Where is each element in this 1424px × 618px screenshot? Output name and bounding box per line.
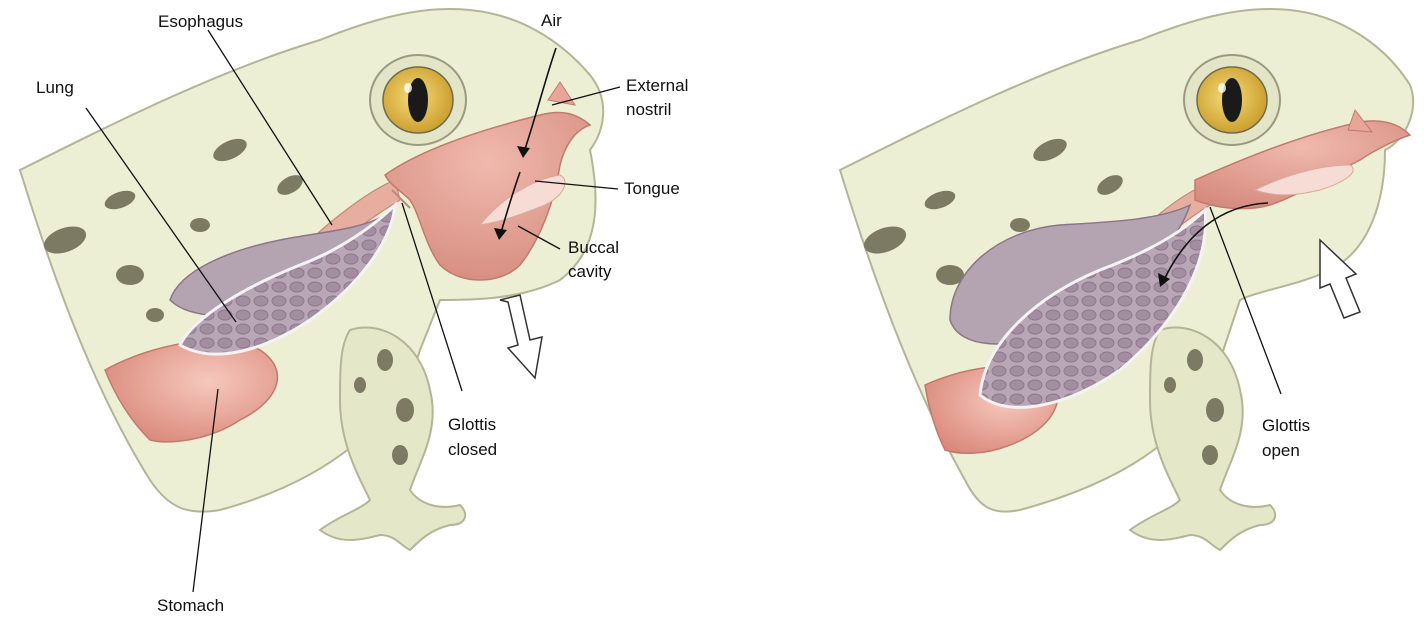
right-frog: [840, 9, 1413, 550]
left-outflow-arrow: [500, 295, 542, 378]
label-tongue: Tongue: [624, 179, 680, 198]
label-glottis-open-2: open: [1262, 441, 1300, 460]
label-lung: Lung: [36, 78, 74, 97]
label-glottis-closed-2: closed: [448, 440, 497, 459]
label-external-nostril-2: nostril: [626, 100, 671, 119]
label-air: Air: [541, 11, 562, 30]
label-buccal-cavity-2: cavity: [568, 262, 612, 281]
left-frog: [20, 9, 603, 550]
label-buccal-cavity-1: Buccal: [568, 238, 619, 257]
label-glottis-open-1: Glottis: [1262, 416, 1310, 435]
right-labels: Glottis open: [1262, 416, 1310, 460]
left-frog-eye: [370, 55, 466, 145]
label-glottis-closed-1: Glottis: [448, 415, 496, 434]
label-esophagus: Esophagus: [158, 12, 243, 31]
label-external-nostril-1: External: [626, 76, 688, 95]
right-frog-eye: [1184, 55, 1280, 145]
label-stomach: Stomach: [157, 596, 224, 615]
